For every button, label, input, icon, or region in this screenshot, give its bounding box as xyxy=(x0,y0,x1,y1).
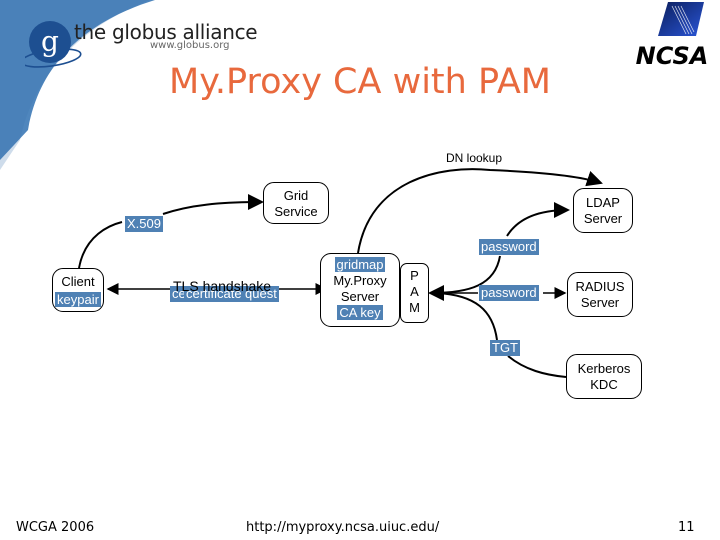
chip-ca-key: CA key xyxy=(337,305,383,320)
ncsa-logo-text: NCSA xyxy=(636,42,709,70)
node-pam: P A M xyxy=(400,263,429,323)
globus-org-name: the globus alliance xyxy=(74,20,258,44)
chip-cert-request-c: quest xyxy=(243,286,279,302)
chip-cert-request-a: ce xyxy=(170,286,188,302)
node-myproxy-line2: Server xyxy=(340,289,380,304)
node-client: Client keypair xyxy=(52,268,104,312)
node-radius-line2: Server xyxy=(580,295,620,310)
edge-label-dn-lookup: DN lookup xyxy=(446,151,503,165)
node-kerberos-line2: KDC xyxy=(590,377,618,392)
footer-page-number: 11 xyxy=(678,520,695,535)
ncsa-logo-icon: NCSA xyxy=(636,2,709,70)
pam-letter-m: M xyxy=(409,300,420,315)
node-ldap-line2: Server xyxy=(583,211,623,226)
node-radius-server: RADIUS Server xyxy=(567,272,633,317)
node-kerberos-line1: Kerberos xyxy=(577,361,631,376)
node-ldap-line1: LDAP xyxy=(586,195,620,210)
slide-title: My.Proxy CA with PAM xyxy=(169,62,551,102)
node-grid-service-line1: Grid xyxy=(283,188,309,203)
chip-cert-request-b: certificate xyxy=(184,286,244,302)
footer-url[interactable]: http://myproxy.ncsa.uiuc.edu/ xyxy=(246,520,440,535)
node-grid-service-line2: Service xyxy=(274,204,318,219)
node-myproxy-line1: My.Proxy xyxy=(333,273,387,288)
pam-letter-p: P xyxy=(410,268,419,283)
chip-gridmap: gridmap xyxy=(334,257,386,272)
edge-label-tgt: TGT xyxy=(490,340,520,356)
svg-text:g: g xyxy=(41,25,59,58)
chip-keypair: keypair xyxy=(55,292,101,307)
edge-label-x509: X.509 xyxy=(125,216,163,232)
edge-client-grid-service xyxy=(78,202,262,269)
globus-logo-icon: g xyxy=(25,21,82,68)
edge-dn-lookup xyxy=(357,168,603,254)
pam-letter-a: A xyxy=(410,284,419,299)
node-client-label: Client xyxy=(61,274,95,289)
edge-label-password-radius: password xyxy=(479,285,539,301)
footer-event: WCGA 2006 xyxy=(16,520,95,535)
edge-pam-kerberos xyxy=(436,292,567,378)
edge-label-password-ldap: password xyxy=(479,239,539,255)
node-ldap-server: LDAP Server xyxy=(573,188,633,233)
edge-label-tls-handshake: TLS handshake xyxy=(173,278,272,294)
globus-org-url: www.globus.org xyxy=(150,40,230,51)
node-kerberos-kdc: Kerberos KDC xyxy=(566,354,642,399)
node-grid-service: Grid Service xyxy=(263,182,329,224)
node-radius-line1: RADIUS xyxy=(575,279,625,294)
node-myproxy-server: gridmap My.Proxy Server CA key xyxy=(320,253,400,327)
